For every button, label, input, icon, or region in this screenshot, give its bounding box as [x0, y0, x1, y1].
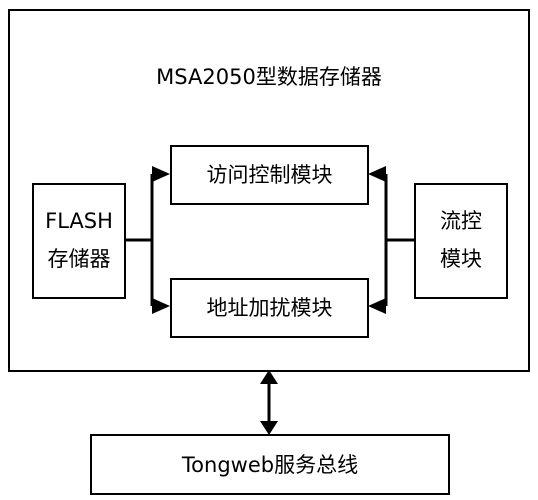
- address-encrypt-label: 地址加扰模块: [206, 296, 333, 320]
- flash-label-line1: FLASH: [45, 209, 113, 233]
- access-control-label: 访问控制模块: [206, 163, 333, 187]
- address-encrypt-box: 地址加扰模块: [170, 278, 369, 338]
- flow-control-box: 流控 模块: [414, 183, 508, 299]
- access-control-box: 访问控制模块: [170, 145, 369, 205]
- storage-device-box: [8, 9, 530, 372]
- bus-link-arrow-down: [260, 421, 278, 435]
- arrow-to-address-encrypt: [152, 298, 170, 314]
- arrow-right-to-address-encrypt: [368, 298, 386, 314]
- arrow-to-access-control: [152, 166, 170, 182]
- tongweb-bus-label: Tongweb服务总线: [181, 453, 359, 477]
- storage-device-title: MSA2050型数据存储器: [156, 65, 382, 89]
- flow-control-line2: 模块: [440, 247, 482, 271]
- tongweb-bus-box: Tongweb服务总线: [90, 434, 450, 495]
- bus-link-arrow-up: [260, 370, 278, 384]
- flow-control-line1: 流控: [440, 209, 482, 233]
- flash-label-line2: 存储器: [47, 247, 111, 271]
- flash-storage-box: FLASH 存储器: [32, 183, 126, 299]
- arrow-right-to-access-control: [368, 166, 386, 182]
